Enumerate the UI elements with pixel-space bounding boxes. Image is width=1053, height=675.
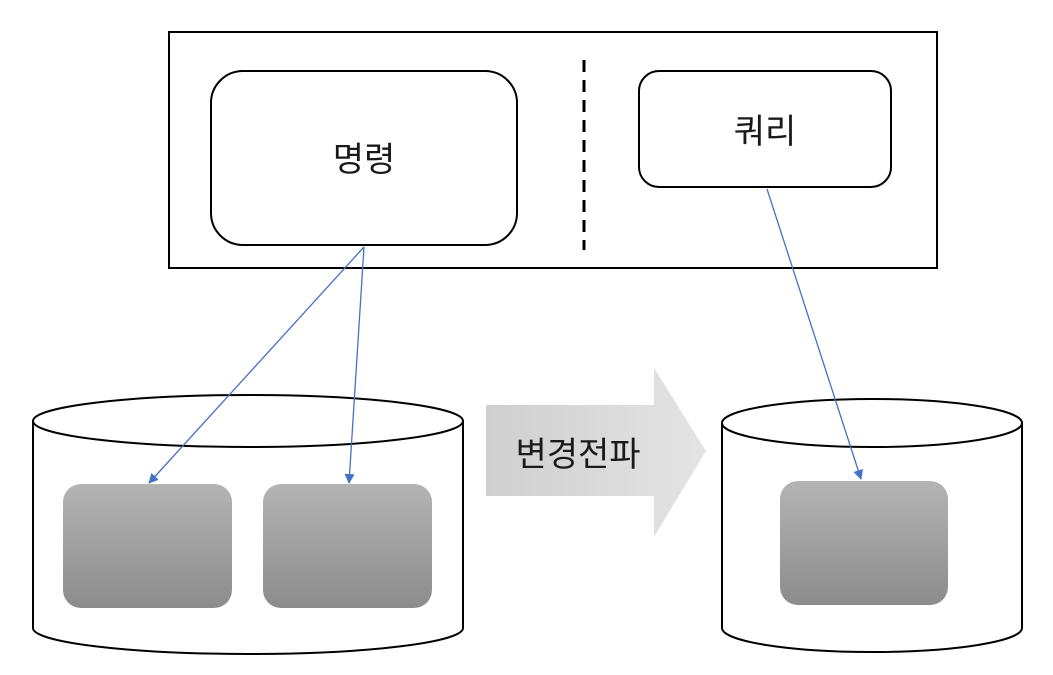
query-box: 쿼리 — [638, 70, 892, 188]
command-box: 명령 — [210, 70, 518, 246]
write-data-block-2 — [263, 484, 432, 608]
query-to-read-block-connector — [766, 188, 863, 480]
command-to-block-2-connector — [344, 246, 365, 484]
propagation-label: 변경전파 — [515, 435, 640, 475]
change-propagation-arrow: 변경전파 — [486, 368, 706, 537]
read-data-block — [780, 481, 948, 605]
read-database — [721, 398, 1023, 653]
command-to-block-1-connector — [148, 246, 365, 484]
query-label: 쿼리 — [734, 112, 797, 152]
command-label: 명령 — [333, 140, 396, 180]
write-data-block-1 — [63, 484, 232, 608]
write-database — [32, 394, 464, 655]
